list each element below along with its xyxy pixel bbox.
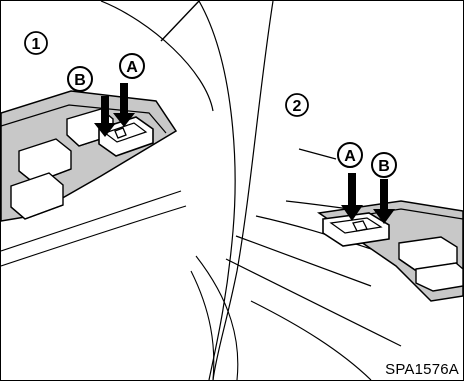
view-1-label-a: A	[126, 59, 138, 76]
view-2-number-text: 2	[293, 98, 302, 115]
view-1-label-b-badge: B	[68, 67, 92, 91]
view-2-window-switches	[399, 237, 463, 291]
view-2-label-b: B	[378, 158, 390, 175]
view-2-label-a-badge: A	[338, 143, 362, 167]
view-2-label-a: A	[344, 148, 356, 165]
view-2-label-b-badge: B	[372, 153, 396, 177]
view-2-number-badge: 2	[286, 94, 308, 116]
view-1-number-text: 1	[32, 36, 41, 53]
view-1-label-a-badge: A	[120, 54, 144, 78]
view-1-label-b: B	[74, 72, 86, 89]
view-1-number-badge: 1	[25, 32, 47, 54]
figure-reference-code: SPA1576A	[385, 361, 459, 378]
